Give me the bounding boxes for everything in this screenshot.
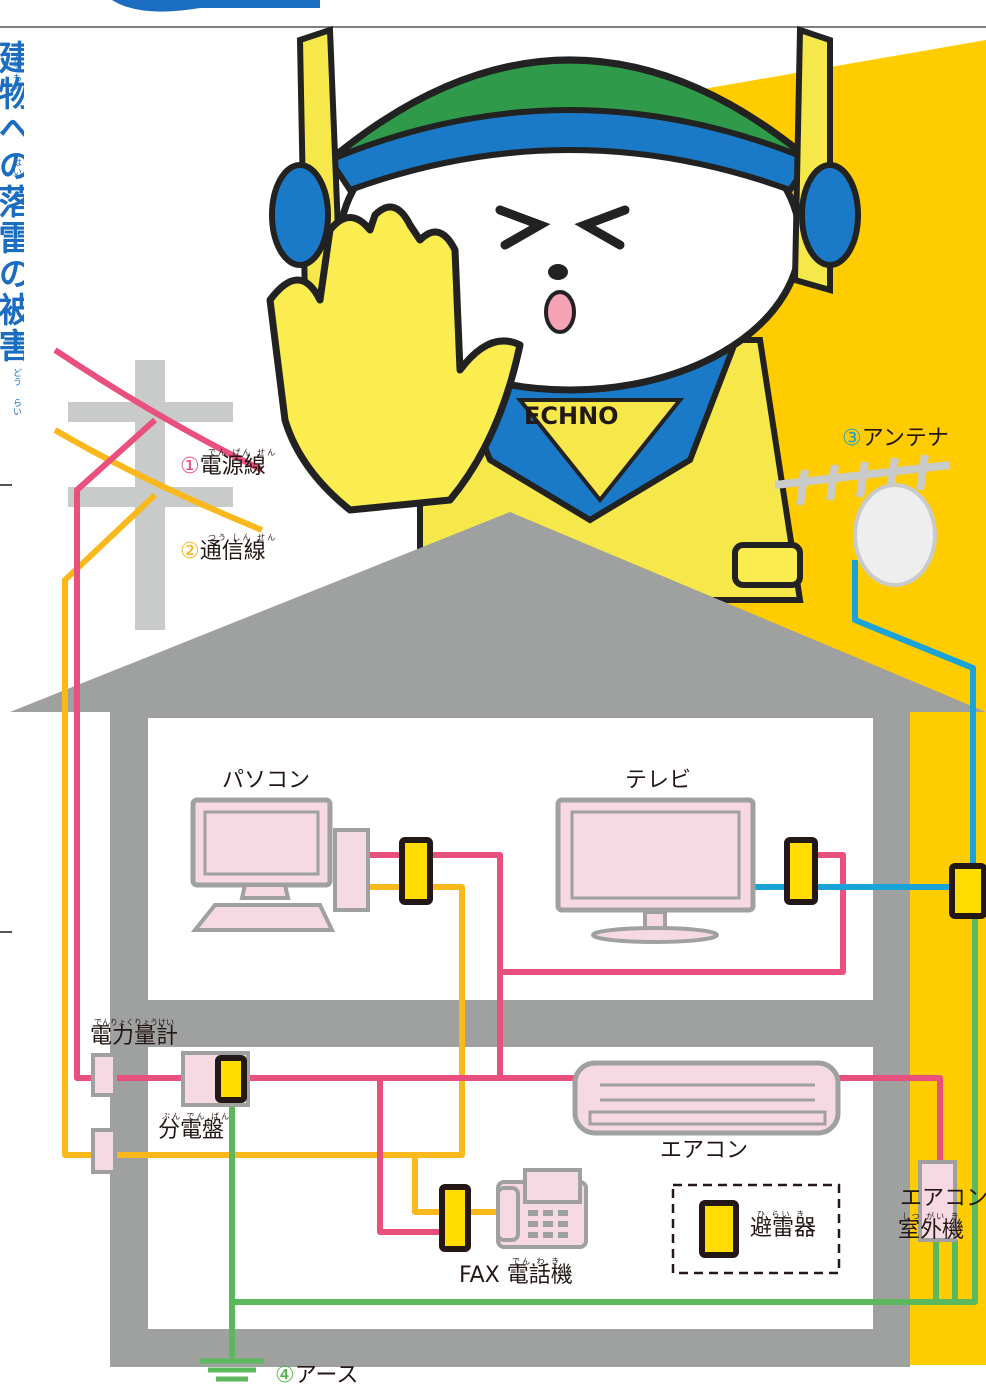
fax-ruby: でん わ き [512, 1257, 562, 1266]
pc-label: パソコン [222, 768, 311, 793]
comm-line-text: 通信線 [199, 539, 266, 564]
title-ruby-3: こ [11, 232, 21, 241]
earth-label: ④アース [275, 1365, 358, 1387]
power-line-ruby: でん げん せん [208, 448, 278, 457]
power-wires [53, 347, 943, 1235]
comm-line-number: ② [180, 539, 200, 564]
fax-label: FAX 電話機 [459, 1263, 573, 1288]
house-roof [10, 512, 986, 712]
comm-line-label: ②通信線 [180, 541, 266, 563]
fax-device [496, 1168, 588, 1249]
antenna-text: アンテナ [861, 426, 949, 451]
aircon-label: エアコン [660, 1138, 749, 1163]
arresters [215, 837, 986, 1258]
power-line-label: ①電源線 [180, 456, 266, 478]
tv-label: テレビ [625, 768, 692, 793]
title-ruby-4: ゆう [11, 332, 21, 350]
legend-box [671, 1183, 841, 1275]
title-text: 建物への落雷の被害 [0, 40, 24, 364]
earth-wires [229, 915, 978, 1358]
antenna-label: ③アンテナ [842, 428, 949, 450]
outdoor-ruby: しつ がい き [902, 1212, 961, 1221]
aircon-device [572, 1060, 841, 1136]
power-meter [91, 1053, 117, 1097]
comm-line-ruby: つう しん せん [208, 533, 278, 542]
panel-ruby: ぶん でん ばん [162, 1112, 232, 1121]
outdoor-unit [918, 1160, 957, 1242]
earth-number: ④ [275, 1363, 295, 1388]
mascot-shirt-text: ECHNO [524, 402, 619, 430]
earth-text: アース [294, 1363, 359, 1388]
antenna-number: ③ [842, 426, 862, 451]
mascot-character [266, 25, 861, 603]
antenna-wires [752, 560, 976, 890]
power-line-text: 電源線 [199, 454, 266, 479]
arrester-ruby: ひ らい き [757, 1210, 807, 1219]
arrester-label: 避雷器 [750, 1216, 817, 1241]
comm-box [91, 1128, 117, 1174]
title-ruby-1: たてもの [11, 55, 21, 91]
utility-pole [68, 360, 233, 630]
logo-fragment [112, 0, 320, 12]
panel-label: 分電盤 [158, 1118, 225, 1143]
title-ruby-5: どう [11, 368, 21, 386]
pc-device [190, 797, 370, 932]
outdoor-label-1: エアコン [900, 1186, 986, 1211]
meter-label: 電力量計 [90, 1024, 179, 1049]
tv-device [555, 797, 756, 944]
vertical-title: 建物への落雷の被害 [0, 40, 24, 470]
satellite-dish [853, 483, 937, 587]
ground-symbol [200, 1358, 264, 1382]
power-line-number: ① [180, 454, 200, 479]
outdoor-label-2: 室外機 [898, 1218, 965, 1243]
meter-ruby: でんりょくりょうけい [94, 1018, 174, 1027]
title-ruby-2: はい [11, 158, 21, 176]
title-ruby-6: らい [11, 398, 21, 416]
